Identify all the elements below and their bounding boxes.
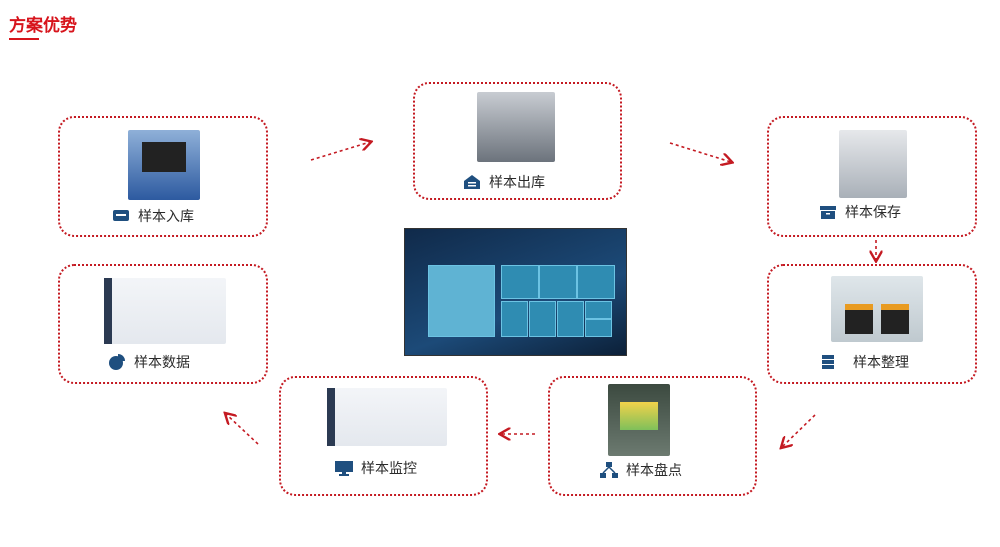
arrow-6: [226, 414, 259, 445]
step-card-intake: 样本入库: [58, 116, 268, 237]
step-label: 样本整理: [819, 352, 909, 372]
title-underline: [9, 38, 39, 40]
monitor-icon: [335, 460, 353, 476]
step-card-inventory: 样本盘点: [548, 376, 757, 496]
inbox-machine-icon: [112, 208, 130, 224]
data-image: [104, 278, 226, 344]
arrow-2: [669, 142, 731, 162]
tile: [557, 301, 584, 337]
step-card-storage: 样本保存: [767, 116, 977, 237]
intake-image: [128, 130, 200, 200]
monitoring-image: [327, 388, 447, 446]
tile: [501, 265, 539, 299]
server-stack-icon: [819, 354, 837, 370]
step-label: 样本数据: [108, 352, 190, 372]
box-icon: [819, 204, 837, 220]
tile: [539, 265, 577, 299]
pie-chart-icon: [108, 354, 126, 370]
home-storage-icon: [463, 174, 481, 190]
inventory-image: [608, 384, 670, 456]
tile: [577, 265, 615, 299]
section-title: 方案优势: [9, 16, 77, 36]
step-label: 样本监控: [335, 458, 417, 478]
tile: [585, 301, 612, 319]
step-card-monitoring: 样本监控: [279, 376, 488, 496]
step-label: 样本保存: [819, 202, 901, 222]
step-card-data: 样本数据: [58, 264, 268, 384]
tile: [529, 301, 556, 337]
device-tile: [428, 265, 495, 337]
step-label: 样本盘点: [600, 460, 682, 480]
tile: [501, 301, 528, 337]
network-tree-icon: [600, 462, 618, 478]
outbound-image: [477, 92, 555, 162]
sorting-image: [831, 276, 923, 342]
tile: [585, 319, 612, 337]
step-card-sorting: 样本整理: [767, 264, 977, 384]
step-label: 样本入库: [112, 206, 194, 226]
system-dashboard-screenshot: [404, 228, 627, 356]
storage-image: [839, 130, 907, 198]
arrow-1: [310, 142, 370, 161]
step-card-outbound: 样本出库: [413, 82, 622, 200]
arrow-4: [782, 414, 816, 447]
step-label: 样本出库: [463, 172, 545, 192]
